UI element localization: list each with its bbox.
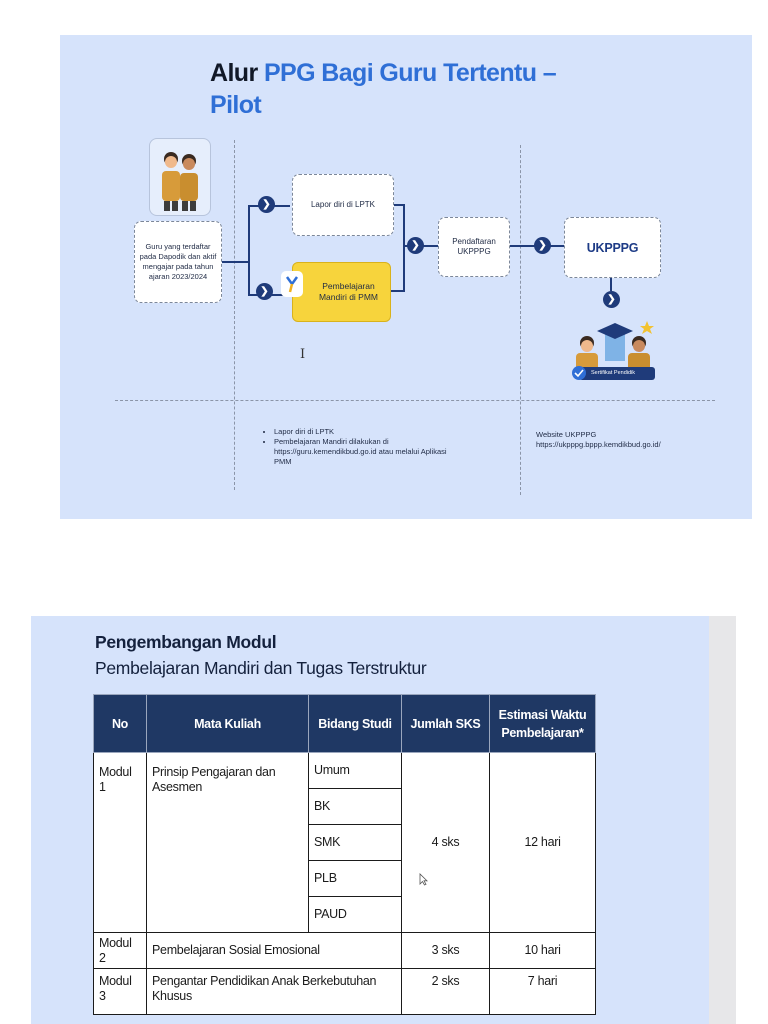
website-label: Website UKPPPG [536, 430, 597, 439]
cell-jumlah-sks: 3 sks [401, 932, 490, 969]
cell-jumlah-sks: 2 sks [401, 968, 490, 1015]
cell-mata-kuliah: Pengantar Pendidikan Anak Berkebutuhan K… [146, 968, 402, 1015]
graduates-certificate-illustration-icon: Sertifikat Pendidik [565, 317, 660, 385]
header-estimasi-waktu: Estimasi Waktu Pembelajaran* [489, 694, 596, 753]
chevron-right-icon: ❯ [258, 196, 275, 213]
table-row: PLB [94, 860, 596, 897]
table-row: Modul 1 Prinsip Pengajaran dan Asesmen U… [93, 752, 596, 933]
notes-right: Website UKPPPG https://ukpppg.bppp.kemdi… [536, 430, 736, 450]
cell-bidang-studi: PLB [308, 860, 402, 897]
cell-estimasi-waktu: 10 hari [489, 932, 596, 969]
pendaftaran-text: Pendaftaran UKPPPG [452, 237, 496, 256]
header-mata-kuliah: Mata Kuliah [146, 694, 309, 753]
header-bidang-studi: Bidang Studi [308, 694, 402, 753]
notes-left: Lapor diri di LPTK Pembelajaran Mandiri … [260, 427, 455, 467]
table-row: Modul 2 Pembelajaran Sosial Emosional 3 … [93, 932, 596, 969]
modul-table: No Mata Kuliah Bidang Studi Jumlah SKS E… [93, 694, 596, 1015]
slide-title: Alur PPG Bagi Guru Tertentu – Pilot [210, 57, 630, 121]
lapor-diri-box: Lapor diri di LPTK [292, 174, 394, 236]
guru-eligibility-box: Guru yang terdaftar pada Dapodik dan akt… [134, 221, 222, 303]
connector-line [389, 290, 404, 292]
pembelajaran-mandiri-box: Pembelajaran Mandiri di PMM [281, 262, 391, 322]
title-highlight: PPG Bagi Guru Tertentu – [263, 59, 557, 87]
cell-estimasi-waktu: 12 hari [489, 752, 596, 933]
note-item: Pembelajaran Mandiri dilakukan di https:… [274, 437, 455, 467]
pembelajaran-mandiri-text: Pembelajaran Mandiri di PMM [318, 281, 379, 302]
connector-line [403, 204, 405, 292]
column-divider-left [234, 140, 235, 490]
table-row: Modul 3 Pengantar Pendidikan Anak Berkeb… [93, 968, 596, 1015]
slide-alur-ppg: Alur PPG Bagi Guru Tertentu – Pilot Guru… [60, 35, 752, 519]
header-jumlah-sks: Jumlah SKS [401, 694, 490, 753]
table-row: PAUD [94, 896, 596, 933]
pendaftaran-box: Pendaftaran UKPPPG [438, 217, 510, 277]
connector-line [610, 276, 612, 291]
title-prefix: Alur [210, 59, 264, 87]
text-cursor-icon: I [300, 347, 306, 362]
chevron-right-icon: ❯ [256, 283, 273, 300]
table-header-row: No Mata Kuliah Bidang Studi Jumlah SKS E… [93, 694, 596, 753]
website-link[interactable]: https://ukpppg.bppp.kemdikbud.go.id/ [536, 440, 661, 449]
ukpppg-text: UKPPPG [586, 240, 639, 255]
cell-bidang-studi: Umum [308, 752, 402, 789]
chevron-right-icon: ❯ [534, 237, 551, 254]
slide-subheading: Pembelajaran Mandiri dan Tugas Terstrukt… [95, 658, 427, 678]
connector-line [248, 205, 250, 296]
row-divider [115, 400, 715, 401]
cell-no: Modul 2 [93, 932, 147, 969]
pmm-logo-icon [281, 271, 303, 297]
cell-bidang-studi: PAUD [308, 896, 402, 933]
connector-line [222, 261, 248, 263]
cell-no: Modul 1 [93, 752, 147, 933]
cell-mata-kuliah: Prinsip Pengajaran dan Asesmen [146, 752, 309, 933]
sertifikat-label: Sertifikat Pendidik [591, 370, 636, 376]
guru-eligibility-text: Guru yang terdaftar pada Dapodik dan akt… [139, 242, 217, 281]
lapor-diri-text: Lapor diri di LPTK [310, 200, 376, 209]
cell-jumlah-sks: 4 sks [401, 752, 490, 933]
teachers-illustration-icon [149, 138, 211, 216]
cell-mata-kuliah: Pembelajaran Sosial Emosional [146, 932, 402, 969]
chevron-down-icon: ❯ [603, 291, 620, 308]
cell-bidang-studi: SMK [308, 824, 402, 861]
header-no: No [93, 694, 147, 753]
slide-heading: Pengembangan Modul [95, 632, 277, 652]
connector-line [392, 204, 404, 206]
cell-no: Modul 3 [93, 968, 147, 1015]
title-line2: Pilot [210, 91, 262, 119]
ukpppg-box: UKPPPG [564, 217, 661, 278]
cell-bidang-studi: BK [308, 788, 402, 825]
column-divider-right [520, 145, 521, 495]
slide-pengembangan-modul: Pengembangan Modul Pembelajaran Mandiri … [31, 616, 736, 1024]
mouse-pointer-icon [419, 873, 428, 891]
side-gutter [709, 616, 736, 1024]
note-item: Lapor diri di LPTK [274, 427, 455, 437]
cell-estimasi-waktu: 7 hari [489, 968, 596, 1015]
chevron-right-icon: ❯ [407, 237, 424, 254]
table-row: BK [94, 788, 596, 825]
